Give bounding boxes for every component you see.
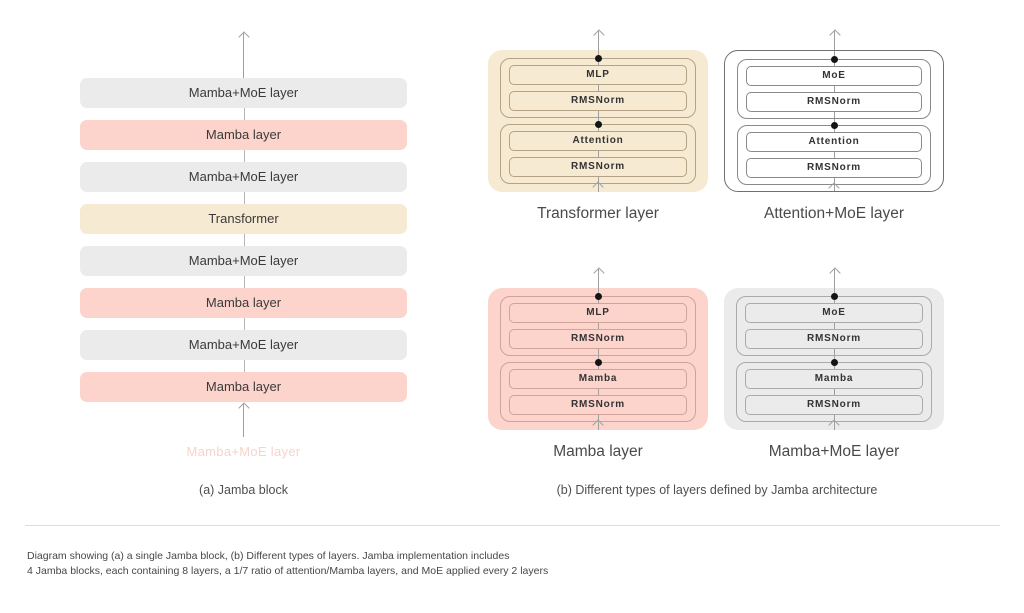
layer-box: MLP [509,303,687,323]
residual-join-dot [830,358,838,366]
stack-row: Mamba+MoE layer [80,246,407,276]
panel-title: Mamba+MoE layer [768,443,900,460]
residual-group-top: MoE RMSNorm [736,296,932,356]
residual-join-dot [830,55,838,63]
panel-body: MLP RMSNorm Attention RMSNorm [488,50,708,193]
panel-attention-moe-layer: MoE RMSNorm Attention RMSNorm Attention+… [724,29,944,230]
footnote: Diagram showing (a) a single Jamba block… [27,549,548,579]
residual-group-bottom: Attention RMSNorm [500,124,696,184]
layer-box: RMSNorm [509,91,687,111]
residual-join-dot [594,292,602,300]
stack-row: Mamba layer [80,120,407,150]
panel-title: Attention+MoE layer [763,205,904,222]
up-arrow [828,267,841,288]
arrowhead-up-icon [592,29,605,41]
layer-box: Attention [746,132,922,152]
caption-layer-types: (b) Different types of layers defined by… [556,483,878,497]
residual-join-dot [594,120,602,128]
residual-join-dot [594,54,602,62]
panel-title: Transformer layer [537,205,659,222]
residual-group-top: MLP RMSNorm [500,296,696,356]
layer-box: Mamba [509,369,687,389]
layer-box: MLP [509,65,687,85]
layer-box: Attention [509,131,687,151]
panel-body: MoE RMSNorm Mamba RMSNorm [724,288,944,431]
layer-box: RMSNorm [746,158,922,178]
stack-row: Mamba layer [80,372,407,402]
stack-row: Mamba layer [80,288,407,318]
input-arrow [237,402,250,437]
stack-row: Transformer [80,204,407,234]
residual-stream-line [834,51,835,191]
residual-group-bottom: Mamba RMSNorm [736,362,932,422]
caption-jamba-block: (a) Jamba block [199,483,288,497]
layer-box: MoE [745,303,923,323]
footnote-line: 4 Jamba blocks, each containing 8 layers… [27,565,549,577]
residual-join-dot [830,292,838,300]
stack-row: Mamba+MoE layer [80,162,407,192]
panel-transformer-layer: MLP RMSNorm Attention RMSNorm Transforme… [488,29,708,230]
layer-box: MoE [746,66,922,86]
stack-row: Mamba+MoE layer [80,330,407,360]
ghost-label: Mamba+MoE layer [186,444,301,459]
residual-group-top: MLP RMSNorm [500,58,696,118]
residual-group-bottom: Attention RMSNorm [737,125,931,185]
residual-join-dot [830,121,838,129]
panel-body: MLP RMSNorm Mamba RMSNorm [488,288,708,431]
layer-box: RMSNorm [745,395,923,415]
residual-join-dot [594,358,602,366]
layer-box: Mamba [745,369,923,389]
layer-box: RMSNorm [746,92,922,112]
panel-title: Mamba layer [553,443,643,460]
panel-mamba-layer: MLP RMSNorm Mamba RMSNorm Mamba layer [488,267,708,468]
up-arrow [592,29,605,50]
layer-box: RMSNorm [509,395,687,415]
layer-box: RMSNorm [745,329,923,349]
footer-divider [25,525,1000,526]
layer-box: RMSNorm [509,329,687,349]
up-arrow [592,267,605,288]
arrowhead-up-icon [237,31,250,43]
arrowhead-up-icon [592,267,605,279]
layer-box: RMSNorm [509,157,687,177]
residual-group-top: MoE RMSNorm [737,59,931,119]
panel-body: MoE RMSNorm Attention RMSNorm [724,50,944,194]
arrowhead-up-icon [237,402,250,414]
arrowhead-up-icon [828,29,841,41]
stack-row: Mamba+MoE layer [80,78,407,108]
output-arrow [237,31,250,78]
arrowhead-up-icon [828,267,841,279]
panel-mamba-moe-layer: MoE RMSNorm Mamba RMSNorm Mamba+MoE laye… [724,267,944,468]
footnote-line: Diagram showing (a) a single Jamba block… [27,550,510,562]
jamba-block-stack: Mamba+MoE layer Mamba layer Mamba+MoE la… [80,78,407,402]
up-arrow [828,29,841,50]
residual-group-bottom: Mamba RMSNorm [500,362,696,422]
